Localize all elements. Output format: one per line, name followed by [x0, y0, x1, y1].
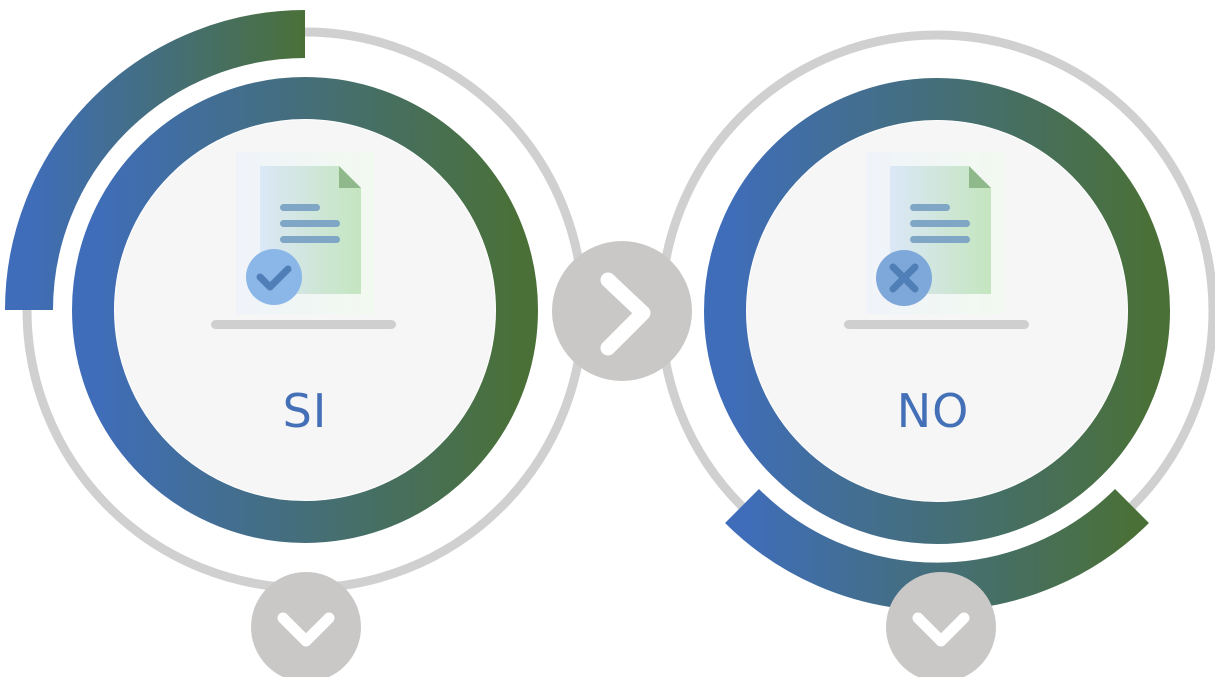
option-si[interactable]: SI	[5, 10, 588, 593]
progress-arc	[5, 10, 306, 311]
option-label: NO	[897, 384, 970, 438]
chevron-down-icon	[277, 612, 335, 647]
option-no[interactable]: NO	[656, 30, 1215, 611]
document-check-icon	[236, 152, 374, 314]
option-label: SI	[283, 384, 328, 438]
gradient-ring	[704, 78, 1170, 544]
divider	[211, 320, 396, 329]
expand-button[interactable]	[886, 572, 996, 677]
chevron-right-icon	[600, 272, 651, 356]
divider	[844, 320, 1029, 329]
chevron-down-icon	[912, 612, 970, 647]
gradient-ring	[72, 77, 538, 543]
next-button[interactable]	[552, 241, 692, 381]
document-x-icon	[866, 152, 1004, 314]
expand-button[interactable]	[251, 572, 361, 677]
